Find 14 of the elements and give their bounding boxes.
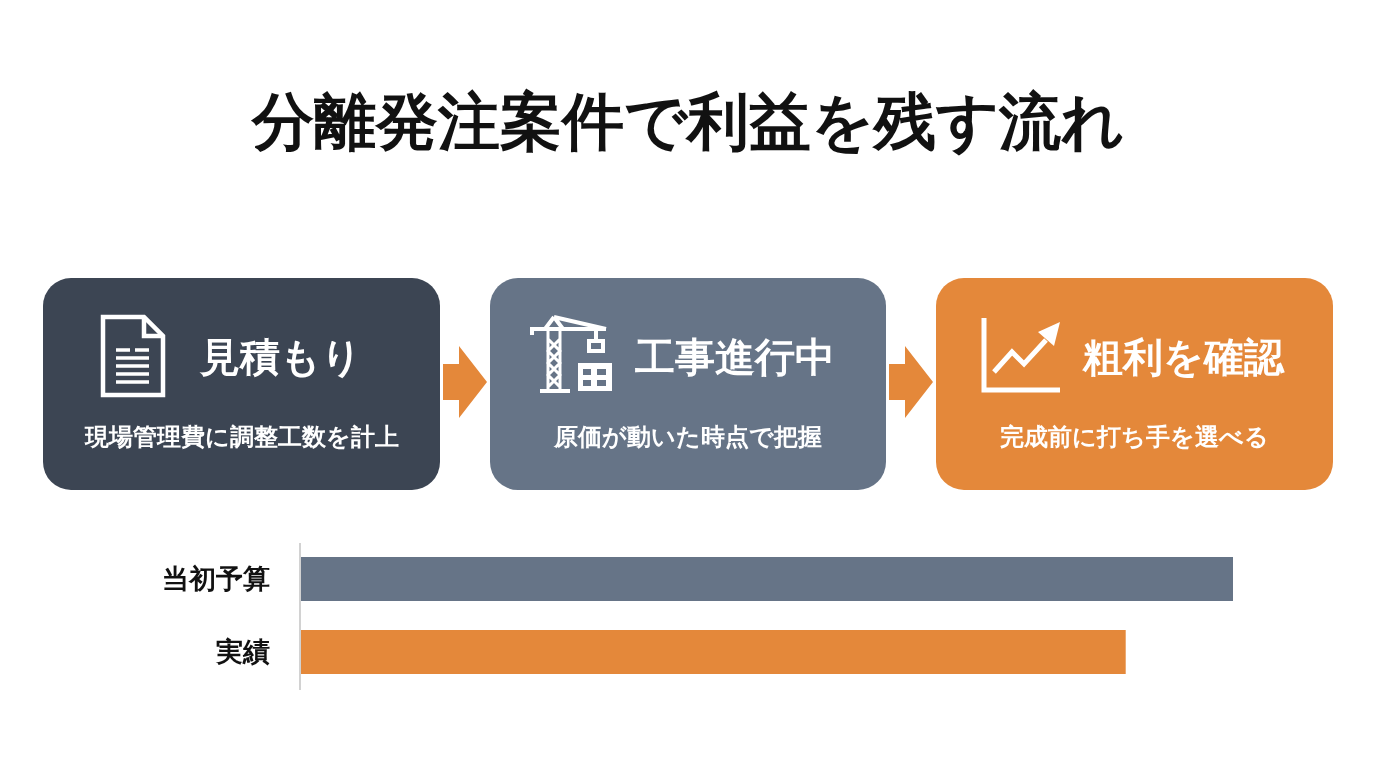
block-arrow — [889, 346, 933, 418]
step-description: 原価が動いた時点で把握 — [554, 422, 822, 453]
category-label: 実績 — [216, 635, 270, 669]
step-heading: 工事進行中 — [635, 333, 835, 381]
process-box — [43, 278, 440, 490]
step-description: 完成前に打ち手を選べる — [1000, 422, 1269, 453]
step-description: 現場管理費に調整工数を計上 — [84, 422, 399, 453]
title: 分離発注案件で利益を残す流れ — [252, 84, 1124, 160]
process-box — [936, 278, 1333, 490]
step-heading: 粗利を確認 — [1083, 333, 1284, 381]
step-heading: 見積もり — [200, 333, 362, 381]
category-label: 当初予算 — [162, 562, 270, 596]
process-box — [490, 278, 886, 490]
block-arrow — [443, 346, 487, 418]
